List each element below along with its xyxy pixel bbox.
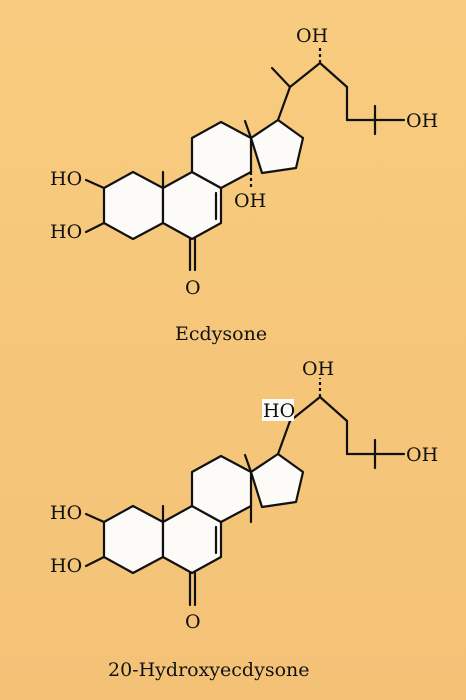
ring-c bbox=[190, 120, 253, 190]
ecdysone-structure: OH OH HO HO OH O Ecdysone bbox=[50, 25, 438, 345]
ring-a bbox=[102, 170, 165, 241]
label-oh: OH bbox=[406, 444, 438, 466]
label-ho: HO bbox=[50, 502, 82, 524]
label-ho: HO bbox=[50, 555, 82, 577]
ho-highlight bbox=[262, 399, 294, 421]
label-oh: OH bbox=[406, 110, 438, 132]
hydroxyecdysone-structure: OH HO OH HO HO O 20-Hydroxyecdysone bbox=[50, 358, 438, 681]
ring-d bbox=[249, 452, 305, 509]
label-o: O bbox=[185, 611, 201, 633]
label-ho: HO bbox=[50, 168, 82, 190]
label-oh: OH bbox=[234, 190, 266, 212]
caption-ecdysone: Ecdysone bbox=[175, 323, 267, 345]
label-oh: OH bbox=[296, 25, 328, 47]
label-ho: HO bbox=[50, 221, 82, 243]
label-ho: HO bbox=[263, 400, 295, 422]
caption-20-hydroxyecdysone: 20-Hydroxyecdysone bbox=[108, 659, 310, 681]
label-o: O bbox=[185, 277, 201, 299]
ring-d bbox=[249, 118, 305, 175]
ring-a bbox=[102, 504, 165, 575]
label-oh: OH bbox=[302, 358, 334, 380]
ring-c bbox=[190, 454, 253, 524]
